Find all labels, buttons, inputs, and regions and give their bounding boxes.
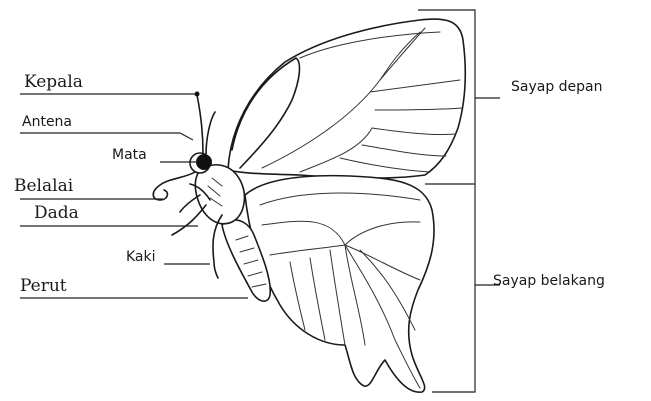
label-sayap-belakang: Sayap belakang bbox=[493, 273, 605, 289]
hindwing bbox=[245, 176, 434, 393]
forewing bbox=[228, 19, 465, 178]
label-dada: Dada bbox=[34, 203, 79, 223]
label-antena: Antena bbox=[22, 114, 72, 130]
label-kepala: Kepala bbox=[24, 72, 83, 92]
label-perut: Perut bbox=[20, 276, 67, 296]
eye-shape bbox=[196, 154, 212, 170]
label-mata: Mata bbox=[112, 147, 147, 163]
label-sayap-depan: Sayap depan bbox=[511, 79, 603, 95]
label-belalai: Belalai bbox=[14, 176, 74, 196]
label-kaki: Kaki bbox=[126, 249, 156, 265]
